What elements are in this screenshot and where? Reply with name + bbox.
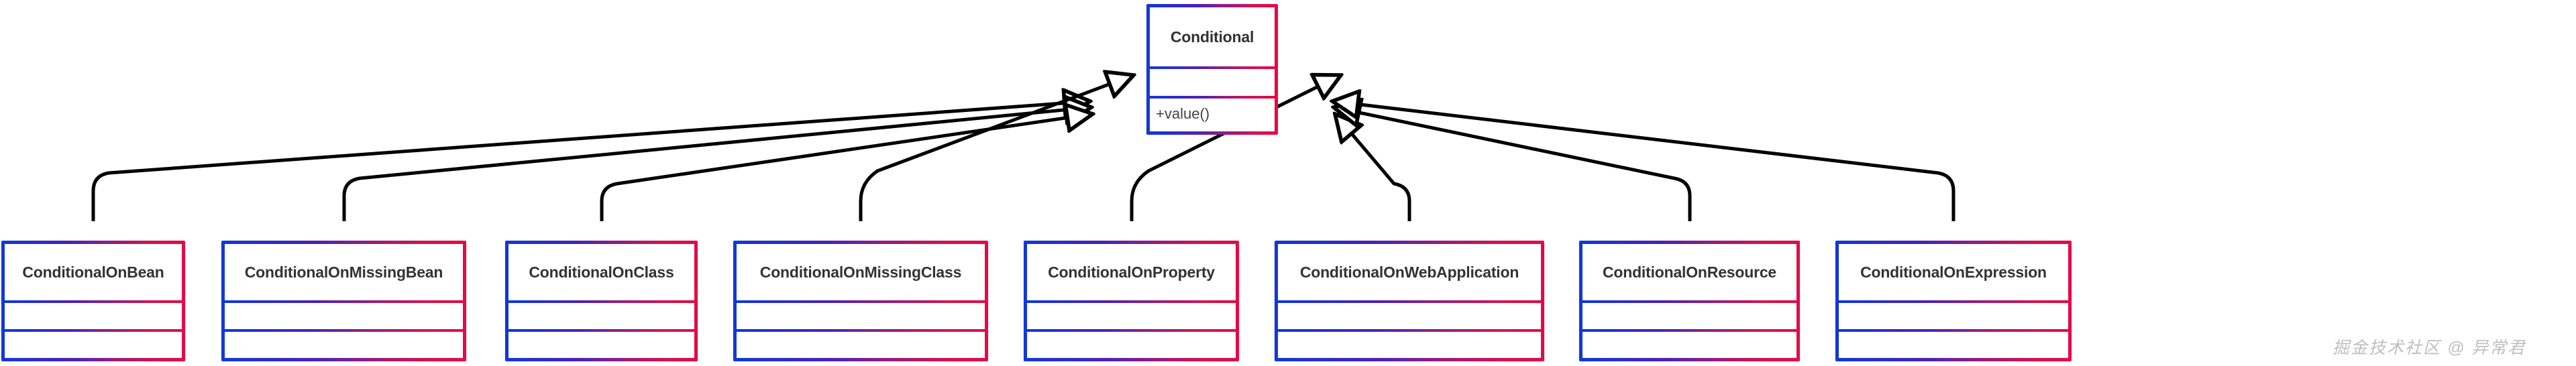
class-methods-compartment xyxy=(1027,329,1236,358)
class-methods-compartment: +value() xyxy=(1150,96,1275,131)
class-title-compartment: ConditionalOnBean xyxy=(5,244,182,300)
class-method: +value() xyxy=(1156,105,1210,122)
compartment-divider xyxy=(737,329,985,332)
class-attributes-compartment xyxy=(508,300,694,329)
uml-class-conditionalonresource[interactable]: ConditionalOnResource xyxy=(1579,241,1800,361)
compartment-divider xyxy=(737,300,985,303)
class-attributes-compartment xyxy=(1839,300,2068,329)
class-methods-compartment xyxy=(1582,329,1796,358)
connector-conditionalonclass xyxy=(600,114,1093,221)
class-methods-compartment xyxy=(737,329,985,358)
uml-class-conditionalonwebapplication[interactable]: ConditionalOnWebApplication xyxy=(1275,241,1544,361)
class-methods-compartment xyxy=(5,329,182,358)
class-methods-compartment xyxy=(1278,329,1541,358)
class-name: Conditional xyxy=(1170,27,1254,46)
compartment-divider xyxy=(508,329,694,332)
compartment-divider xyxy=(1839,300,2068,303)
connector-conditionalonresource xyxy=(1334,107,1692,221)
class-title-compartment: ConditionalOnProperty xyxy=(1027,244,1236,300)
class-name: ConditionalOnBean xyxy=(22,263,164,281)
class-title-compartment: Conditional xyxy=(1150,7,1275,66)
compartment-divider xyxy=(1582,300,1796,303)
compartment-divider xyxy=(508,300,694,303)
uml-class-conditionalonmissingbean[interactable]: ConditionalOnMissingBean xyxy=(221,241,466,361)
class-attributes-compartment xyxy=(1150,66,1275,96)
connector-conditionalonmissingbean xyxy=(342,107,1091,221)
class-name: ConditionalOnProperty xyxy=(1048,263,1215,281)
uml-class-conditionalonmissingclass[interactable]: ConditionalOnMissingClass xyxy=(733,241,988,361)
class-methods-compartment xyxy=(1839,329,2068,358)
compartment-divider xyxy=(1150,66,1275,69)
class-title-compartment: ConditionalOnExpression xyxy=(1839,244,2068,300)
compartment-divider xyxy=(1027,329,1236,332)
class-title-compartment: ConditionalOnClass xyxy=(508,244,694,300)
class-title-compartment: ConditionalOnMissingClass xyxy=(737,244,985,300)
uml-class-conditional[interactable]: Conditional +value() xyxy=(1146,4,1278,135)
compartment-divider xyxy=(225,329,463,332)
connector-conditionalonwebapplication xyxy=(1335,114,1411,221)
class-attributes-compartment xyxy=(737,300,985,329)
uml-class-conditionalonclass[interactable]: ConditionalOnClass xyxy=(505,241,698,361)
class-title-compartment: ConditionalOnResource xyxy=(1582,244,1796,300)
class-name: ConditionalOnMissingBean xyxy=(244,263,443,281)
compartment-divider xyxy=(1278,329,1541,332)
compartment-divider xyxy=(1150,96,1275,99)
compartment-divider xyxy=(1027,300,1236,303)
compartment-divider xyxy=(1839,329,2068,332)
connector-conditionalonbean xyxy=(91,101,1090,221)
class-name: ConditionalOnResource xyxy=(1602,263,1777,281)
compartment-divider xyxy=(5,329,182,332)
class-name: ConditionalOnClass xyxy=(529,263,674,281)
class-attributes-compartment xyxy=(225,300,463,329)
class-attributes-compartment xyxy=(5,300,182,329)
class-methods-compartment xyxy=(508,329,694,358)
class-title-compartment: ConditionalOnWebApplication xyxy=(1278,244,1541,300)
compartment-divider xyxy=(1278,300,1541,303)
compartment-divider xyxy=(5,300,182,303)
class-attributes-compartment xyxy=(1027,300,1236,329)
connector-conditionalonmissingclass xyxy=(859,75,1134,221)
uml-class-conditionalonproperty[interactable]: ConditionalOnProperty xyxy=(1024,241,1239,361)
class-methods-compartment xyxy=(225,329,463,358)
class-title-compartment: ConditionalOnMissingBean xyxy=(225,244,463,300)
class-name: ConditionalOnMissingClass xyxy=(759,263,962,281)
class-name: ConditionalOnWebApplication xyxy=(1299,263,1519,281)
uml-class-conditionalonexpression[interactable]: ConditionalOnExpression xyxy=(1835,241,2072,361)
compartment-divider xyxy=(225,300,463,303)
uml-class-conditionalonbean[interactable]: ConditionalOnBean xyxy=(1,241,185,361)
class-name: ConditionalOnExpression xyxy=(1860,263,2047,281)
class-attributes-compartment xyxy=(1582,300,1796,329)
compartment-divider xyxy=(1582,329,1796,332)
connector-conditionalonexpression xyxy=(1332,101,1955,221)
watermark: 掘金技术社区 @ 异常君 xyxy=(2332,339,2526,357)
class-attributes-compartment xyxy=(1278,300,1541,329)
